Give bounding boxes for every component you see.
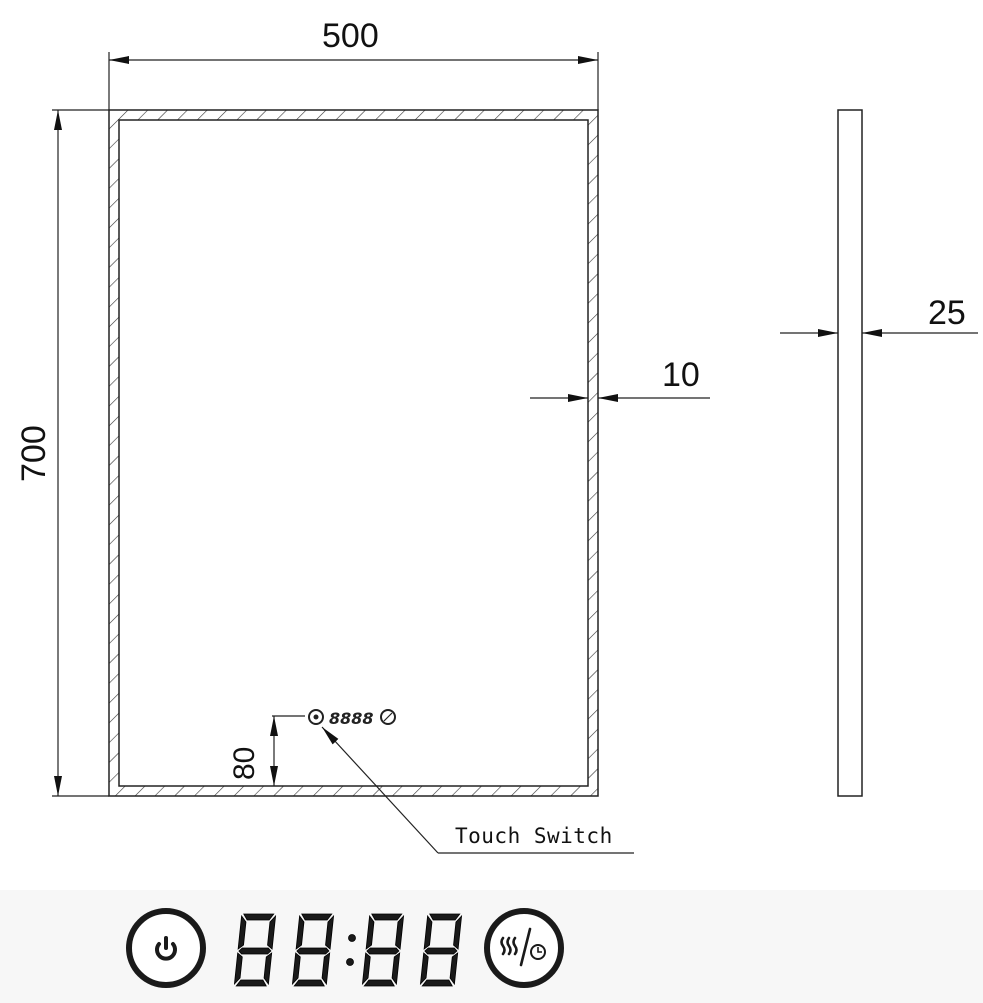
width-label: 500 — [322, 17, 379, 55]
width-dimension — [108, 52, 599, 110]
drawing-canvas: 8888 — [52, 52, 978, 854]
clock-digits-88-88 — [233, 913, 463, 987]
height-label: 700 — [15, 425, 53, 482]
svg-text:8888: 8888 — [329, 709, 374, 728]
seven-segment-display — [233, 912, 470, 988]
touch-switch-callout — [321, 726, 634, 854]
defog-timer-button[interactable] — [484, 908, 564, 988]
mini-touch-switch: 8888 — [308, 709, 396, 728]
switch-offset-dimension — [270, 715, 305, 786]
touch-switch-label: Touch Switch — [455, 824, 613, 848]
mirror-front-view — [108, 109, 599, 797]
heat-waves-timer-icon — [500, 927, 546, 967]
height-dimension — [52, 109, 109, 797]
mirror-technical-drawing: 8888 500 700 10 25 80 Touch Switch — [15, 17, 978, 854]
power-button[interactable] — [126, 908, 206, 988]
touch-control-panel — [126, 904, 576, 996]
depth-label: 25 — [928, 294, 966, 332]
frame-width-label: 10 — [662, 356, 700, 394]
mirror-side-view — [780, 109, 978, 797]
switch-offset-label: 80 — [228, 746, 261, 780]
power-icon — [155, 936, 177, 961]
